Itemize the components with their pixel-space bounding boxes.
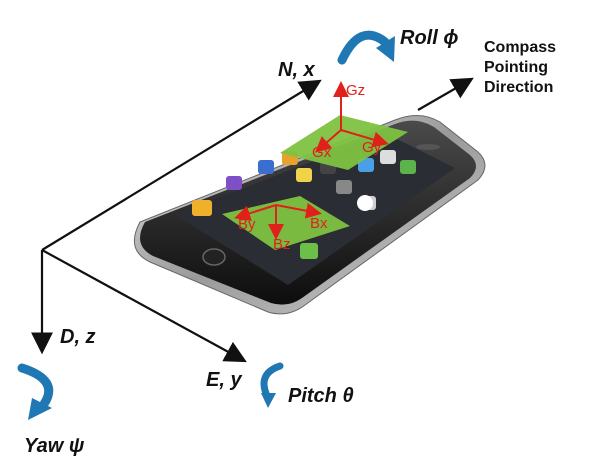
home-button <box>202 248 226 266</box>
magnetometer-plane: By Bx Bz <box>222 196 350 253</box>
reference-frame <box>31 77 474 363</box>
mag-y-label: By <box>238 216 256 233</box>
pitch-rotation-arrow-icon <box>260 362 284 408</box>
app-icons <box>192 150 416 259</box>
down-axis-label: D, z <box>60 326 96 348</box>
gyroscope-plane: Gz Gx Gy <box>280 81 408 170</box>
pitch-label: Pitch θ <box>288 385 354 407</box>
gyro-x-label: Gx <box>312 144 332 161</box>
mag-z-label: Bz <box>273 236 291 253</box>
north-axis-line <box>41 79 322 251</box>
compass-label-line2: Pointing <box>484 59 548 76</box>
compass-direction-line <box>417 77 474 111</box>
roll-label: Roll ϕ <box>400 27 458 49</box>
mag-x-label: Bx <box>310 215 328 232</box>
roll-rotation-arrow-icon <box>337 30 395 65</box>
yaw-label: Yaw ψ <box>24 435 85 457</box>
east-axis-label: E, y <box>206 369 242 391</box>
yaw-rotation-arrow-icon <box>17 363 54 420</box>
gyro-z-label: Gz <box>346 82 365 99</box>
compass-label-line3: Direction <box>484 79 553 96</box>
gyro-y-label: Gy <box>362 139 382 156</box>
north-axis-label: N, x <box>278 59 316 81</box>
compass-label-line1: Compass <box>484 39 556 56</box>
east-axis-line <box>41 249 247 363</box>
speaker-slot <box>416 144 440 150</box>
